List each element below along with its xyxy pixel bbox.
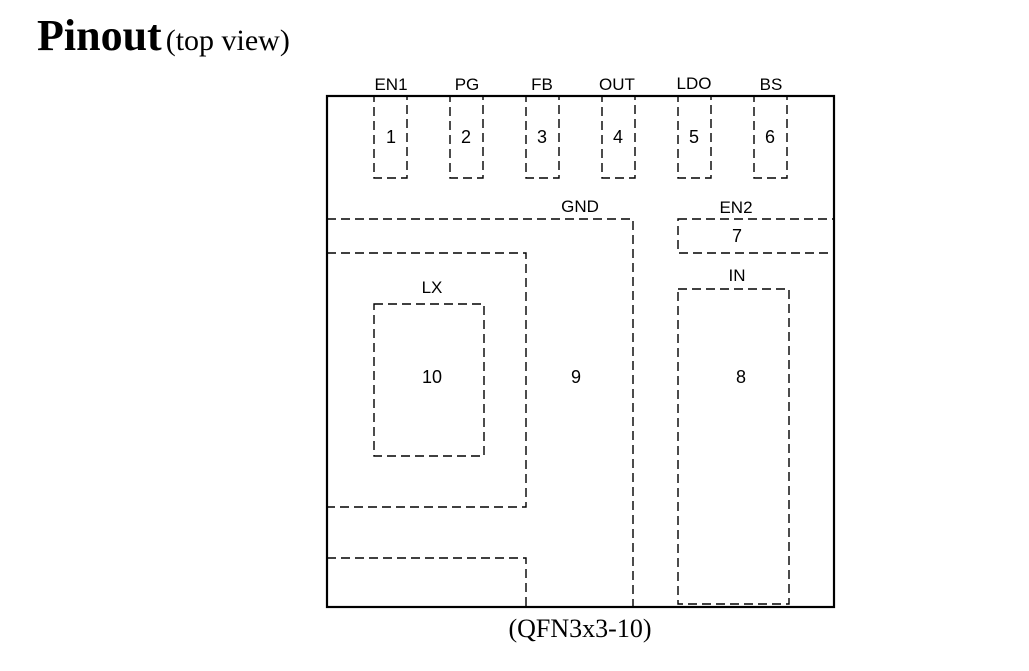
pin-4-name: OUT (599, 75, 635, 94)
pin-3-pad (525, 95, 560, 179)
pin-8-number: 8 (736, 367, 746, 387)
pin-6-pad (753, 95, 788, 179)
pin-6-number: 6 (765, 127, 775, 147)
pin-2-name: PG (455, 75, 480, 94)
pin-4-pad (601, 95, 636, 179)
pin-5-name: LDO (677, 74, 712, 93)
pin-1-number: 1 (386, 127, 396, 147)
pin-9-region-outer (327, 218, 634, 607)
pin-9-region-inner-upper (327, 252, 527, 508)
pin-9-name: GND (561, 197, 599, 216)
pin-5-number: 5 (689, 127, 699, 147)
pin-2-number: 2 (461, 127, 471, 147)
pin-1-name: EN1 (374, 75, 407, 94)
pin-7-name: EN2 (719, 198, 752, 217)
package-caption: (QFN3x3-10) (508, 614, 652, 643)
title-main: Pinout (37, 11, 162, 60)
pin-3-number: 3 (537, 127, 547, 147)
title-subtitle: (top view) (165, 24, 290, 57)
pin-10-pad (373, 303, 485, 457)
pin-6-name: BS (760, 75, 783, 94)
pin-10-number: 10 (422, 367, 442, 387)
pin-2-pad (449, 95, 484, 179)
package-outline (325, 94, 836, 609)
pin-8-name: IN (729, 266, 746, 285)
pin-9-region-inner-lower (327, 557, 527, 607)
pin-4-number: 4 (613, 127, 623, 147)
pin-9-number: 9 (571, 367, 581, 387)
pin-1-pad (373, 95, 408, 179)
pin-8-pad (677, 288, 790, 605)
pin-10-name: LX (422, 278, 443, 297)
pin-5-pad (677, 95, 712, 179)
pin-7-number: 7 (732, 226, 742, 246)
pin-7-pad (677, 218, 835, 254)
page-title: Pinout (top view) (37, 10, 290, 61)
pin-3-name: FB (531, 75, 553, 94)
